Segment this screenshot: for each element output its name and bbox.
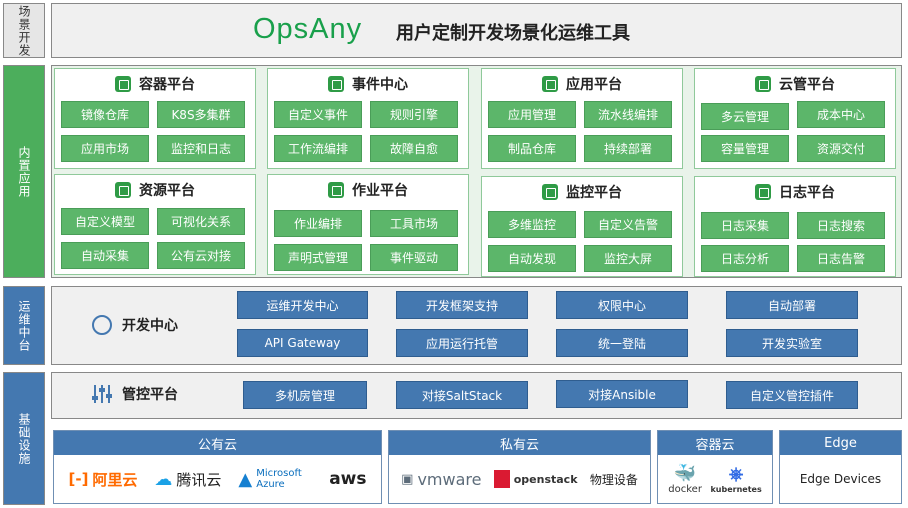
platform-item[interactable]: 日志采集: [701, 212, 789, 239]
control-platform-item[interactable]: 自定义管控插件: [726, 381, 858, 409]
platform-item[interactable]: 自定义告警: [584, 211, 672, 238]
platform-item[interactable]: 制品仓库: [488, 135, 576, 162]
aws-logo: aws: [329, 469, 367, 489]
platform-item[interactable]: 日志分析: [701, 245, 789, 272]
platform-item[interactable]: 镜像仓库: [61, 101, 149, 128]
dev-center-item[interactable]: 应用运行托管: [396, 329, 528, 357]
platform-item[interactable]: 日志搜索: [797, 212, 885, 239]
header-band: OpsAny 用户定制开发场景化运维工具: [51, 3, 902, 58]
cloud-circle-icon: [92, 315, 112, 335]
platform-item[interactable]: 自定义事件: [274, 101, 362, 128]
control-platform-item[interactable]: 对接SaltStack: [396, 381, 528, 409]
platform-item[interactable]: 应用市场: [61, 135, 149, 162]
side-label-ops-middle: 运维中台: [3, 286, 45, 365]
dev-center-item[interactable]: 自动部署: [726, 291, 858, 319]
platform-card-job[interactable]: 作业平台 作业编排 工具市场 声明式管理 事件驱动: [267, 174, 469, 275]
monitor-chart-icon: [542, 184, 558, 200]
platform-item[interactable]: 流水线编排: [584, 101, 672, 128]
container-cloud-panel: 容器云 🐳docker ⎈kubernetes: [657, 430, 773, 504]
platform-card-event[interactable]: 事件中心 自定义事件 规则引擎 工作流编排 故障自愈: [267, 68, 469, 169]
platform-card-container[interactable]: 容器平台 镜像仓库 K8S多集群 应用市场 监控和日志: [54, 68, 256, 169]
page-title: 用户定制开发场景化运维工具: [396, 23, 630, 44]
terminal-icon: [328, 76, 344, 92]
platform-card-log[interactable]: 日志平台 日志采集 日志搜索 日志分析 日志告警: [694, 176, 896, 277]
aliyun-logo: [-]阿里云: [68, 470, 138, 489]
control-platform-item[interactable]: 对接Ansible: [556, 380, 688, 408]
platform-item[interactable]: 工作流编排: [274, 135, 362, 162]
side-label-builtin-apps: 内置应用: [3, 65, 45, 278]
dev-center-item[interactable]: 权限中心: [556, 291, 688, 319]
log-box-icon: [755, 184, 771, 200]
platform-item[interactable]: 应用管理: [488, 101, 576, 128]
platform-card-application[interactable]: 应用平台 应用管理 流水线编排 制品仓库 持续部署: [481, 68, 683, 169]
tencent-cloud-logo: ☁腾讯云: [154, 468, 222, 490]
platform-item[interactable]: 多云管理: [701, 103, 789, 130]
dev-center-item[interactable]: 开发框架支持: [396, 291, 528, 319]
platform-card-cloud[interactable]: 云管平台 多云管理 成本中心 容量管理 资源交付: [694, 68, 896, 169]
platform-item[interactable]: 规则引擎: [370, 101, 458, 128]
dev-center-header: 开发中心: [92, 315, 178, 335]
cloud-manage-icon: [755, 76, 771, 92]
platform-item[interactable]: 事件驱动: [370, 244, 458, 271]
platform-item[interactable]: 故障自愈: [370, 135, 458, 162]
search-doc-icon: [328, 182, 344, 198]
platform-item[interactable]: 声明式管理: [274, 244, 362, 271]
azure-logo: ▲Microsoft Azure: [238, 468, 302, 490]
platform-item[interactable]: K8S多集群: [157, 101, 245, 128]
opsany-logo: OpsAny: [253, 13, 363, 45]
platform-item[interactable]: 日志告警: [797, 245, 885, 272]
platform-item[interactable]: 资源交付: [797, 135, 885, 162]
side-label-infra: 基础设施: [3, 372, 45, 505]
kubernetes-logo: ⎈kubernetes: [710, 463, 762, 494]
cube-icon: [115, 76, 131, 92]
app-icon: [542, 76, 558, 92]
platform-item[interactable]: 自动采集: [61, 242, 149, 269]
platform-item[interactable]: 容量管理: [701, 135, 789, 162]
dev-center-item[interactable]: 运维开发中心: [237, 291, 368, 319]
edge-panel: Edge Edge Devices: [779, 430, 902, 504]
docker-logo: 🐳docker: [668, 462, 702, 495]
dev-center-item[interactable]: API Gateway: [237, 329, 368, 357]
side-label-scene-dev: 场景开发: [3, 3, 45, 58]
control-platform-header: 管控平台: [92, 384, 178, 404]
platform-item[interactable]: 公有云对接: [157, 242, 245, 269]
public-cloud-panel: 公有云 [-]阿里云 ☁腾讯云 ▲Microsoft Azure aws: [53, 430, 382, 504]
edge-devices-label: Edge Devices: [799, 472, 882, 486]
dev-center-item[interactable]: 统一登陆: [556, 329, 688, 357]
platform-card-monitor[interactable]: 监控平台 多维监控 自定义告警 自动发现 监控大屏: [481, 176, 683, 277]
platform-item[interactable]: 持续部署: [584, 135, 672, 162]
dev-center-item[interactable]: 开发实验室: [726, 329, 858, 357]
openstack-logo: openstack: [493, 470, 578, 488]
platform-item[interactable]: 监控和日志: [157, 135, 245, 162]
pie-chart-icon: [115, 182, 131, 198]
platform-item[interactable]: 可视化关系: [157, 208, 245, 235]
platform-item[interactable]: 作业编排: [274, 210, 362, 237]
platform-item[interactable]: 监控大屏: [584, 245, 672, 272]
platform-item[interactable]: 工具市场: [370, 210, 458, 237]
platform-item[interactable]: 自动发现: [488, 245, 576, 272]
vmware-logo: ▣vmware: [401, 469, 482, 489]
platform-item[interactable]: 多维监控: [488, 211, 576, 238]
sliders-icon: [92, 385, 112, 403]
platform-item[interactable]: 成本中心: [797, 101, 885, 128]
platform-item[interactable]: 自定义模型: [61, 208, 149, 235]
physical-devices-label: 物理设备: [589, 472, 638, 487]
platform-card-resource[interactable]: 资源平台 自定义模型 可视化关系 自动采集 公有云对接: [54, 174, 256, 275]
private-cloud-panel: 私有云 ▣vmware openstack 物理设备: [388, 430, 651, 504]
control-platform-item[interactable]: 多机房管理: [243, 381, 367, 409]
